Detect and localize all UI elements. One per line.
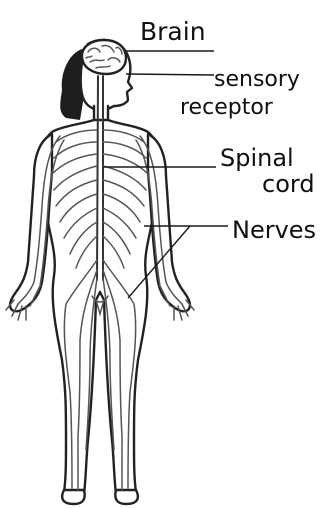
label-sensory: sensory	[214, 67, 300, 92]
right-arm	[148, 134, 190, 311]
brain-icon	[82, 40, 126, 74]
label-nerves: Nerves	[232, 216, 316, 244]
label-receptor: receptor	[180, 95, 274, 120]
right-foot	[115, 490, 138, 504]
body-outline	[41, 120, 158, 494]
human-body-figure	[6, 40, 194, 504]
left-arm	[10, 134, 52, 311]
left-foot	[62, 490, 85, 504]
label-spinal: Spinal	[220, 144, 294, 172]
leader-sensory-receptor	[126, 74, 214, 75]
label-cord: cord	[262, 170, 315, 198]
label-brain: Brain	[140, 17, 206, 46]
